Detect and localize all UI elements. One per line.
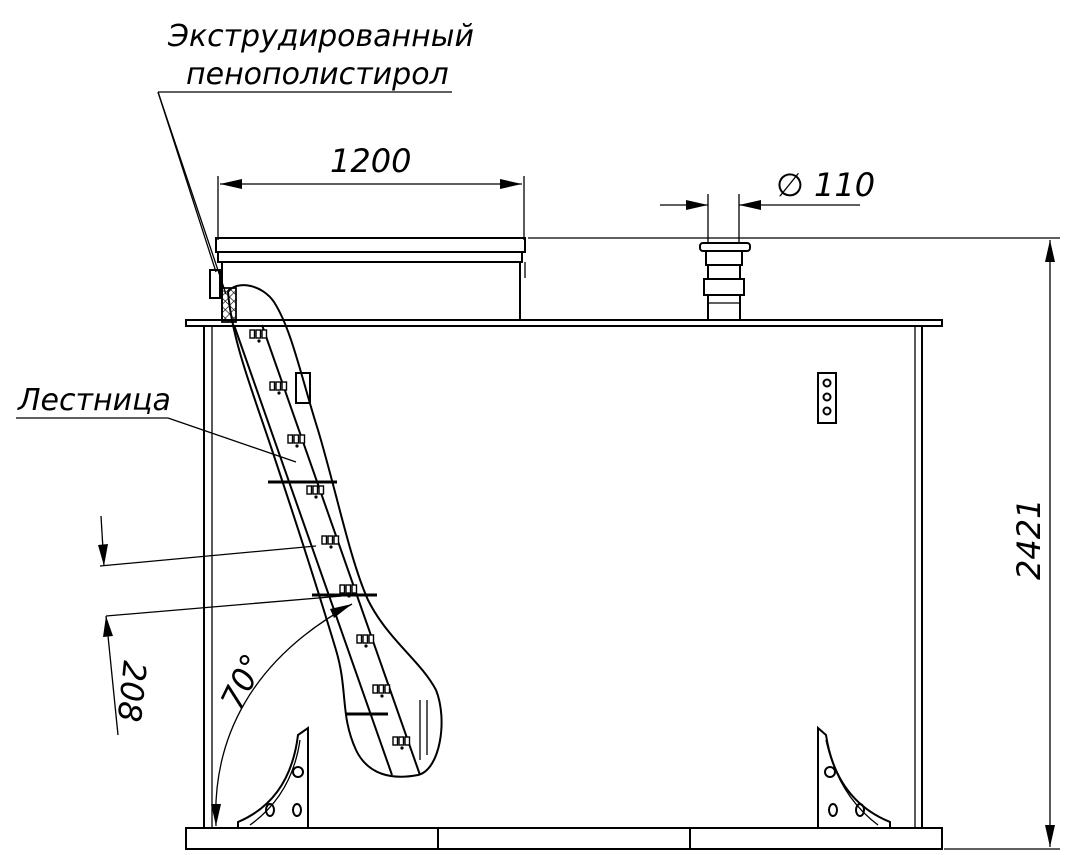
ladder-rung <box>293 434 300 444</box>
leader-ladder <box>16 417 297 463</box>
label-insulation-line1: Экструдированный <box>167 19 474 54</box>
dimension-height <box>528 237 1060 850</box>
ladder-bolt <box>364 644 368 648</box>
ladder-rung <box>261 329 268 339</box>
ladder-rung <box>339 584 346 594</box>
ladder-rung <box>362 634 369 644</box>
ladder-bolt <box>380 694 384 698</box>
top-plate <box>185 319 943 327</box>
ladder-rung <box>368 634 375 644</box>
cutaway-outline <box>226 284 443 778</box>
ladder-rung <box>378 684 385 694</box>
leader-insulation <box>157 91 452 295</box>
hatch-lid <box>209 237 526 323</box>
ladder-bolt <box>295 444 299 448</box>
support-leg-right <box>817 725 891 829</box>
base-plate <box>185 827 943 850</box>
dimension-diameter <box>660 194 860 243</box>
ladder-rung <box>281 381 288 391</box>
wall-bracket-left <box>295 372 311 404</box>
ladder-rung <box>404 736 411 746</box>
ladder-rung <box>312 485 319 495</box>
ladder-rung <box>333 535 340 545</box>
ladder-bolt <box>329 545 333 549</box>
ladder-bolt <box>277 391 281 395</box>
ladder <box>233 324 428 776</box>
label-step: 208 <box>110 659 154 724</box>
ladder-rung <box>275 381 282 391</box>
ladder-rung <box>398 736 405 746</box>
ladder-rung <box>287 434 294 444</box>
ladder-rung <box>269 381 276 391</box>
label-height: 2421 <box>1010 499 1048 580</box>
dimension-angle <box>211 603 353 827</box>
ladder-rung <box>356 634 363 644</box>
ladder-rung <box>249 329 256 339</box>
wall-bracket-right <box>817 372 837 424</box>
ladder-rung <box>321 535 328 545</box>
ladder-rung <box>345 584 352 594</box>
dimension-step <box>98 515 343 736</box>
support-leg-left <box>237 726 309 829</box>
vent-pipe <box>699 242 751 321</box>
label-hatch-width: 1200 <box>330 142 411 180</box>
label-ladder: Лестница <box>17 383 171 418</box>
ladder-bolt <box>314 495 318 499</box>
label-pipe-diameter: ∅ 110 <box>776 166 875 204</box>
label-insulation-line2: пенополистирол <box>186 57 449 92</box>
ladder-rung <box>372 684 379 694</box>
ladder-rung <box>306 485 313 495</box>
ladder-bolt <box>400 746 404 750</box>
ladder-rung <box>327 535 334 545</box>
ladder-bolt <box>347 594 351 598</box>
ladder-rung <box>299 434 306 444</box>
label-angle: 70° <box>213 648 272 716</box>
ladder-rung <box>351 584 358 594</box>
ladder-rung <box>255 329 262 339</box>
dimension-1200 <box>217 176 525 240</box>
ladder-rung <box>384 684 391 694</box>
ladder-rung <box>392 736 399 746</box>
ladder-rung <box>318 485 325 495</box>
ladder-bolt <box>257 339 261 343</box>
tank-body <box>203 325 923 828</box>
